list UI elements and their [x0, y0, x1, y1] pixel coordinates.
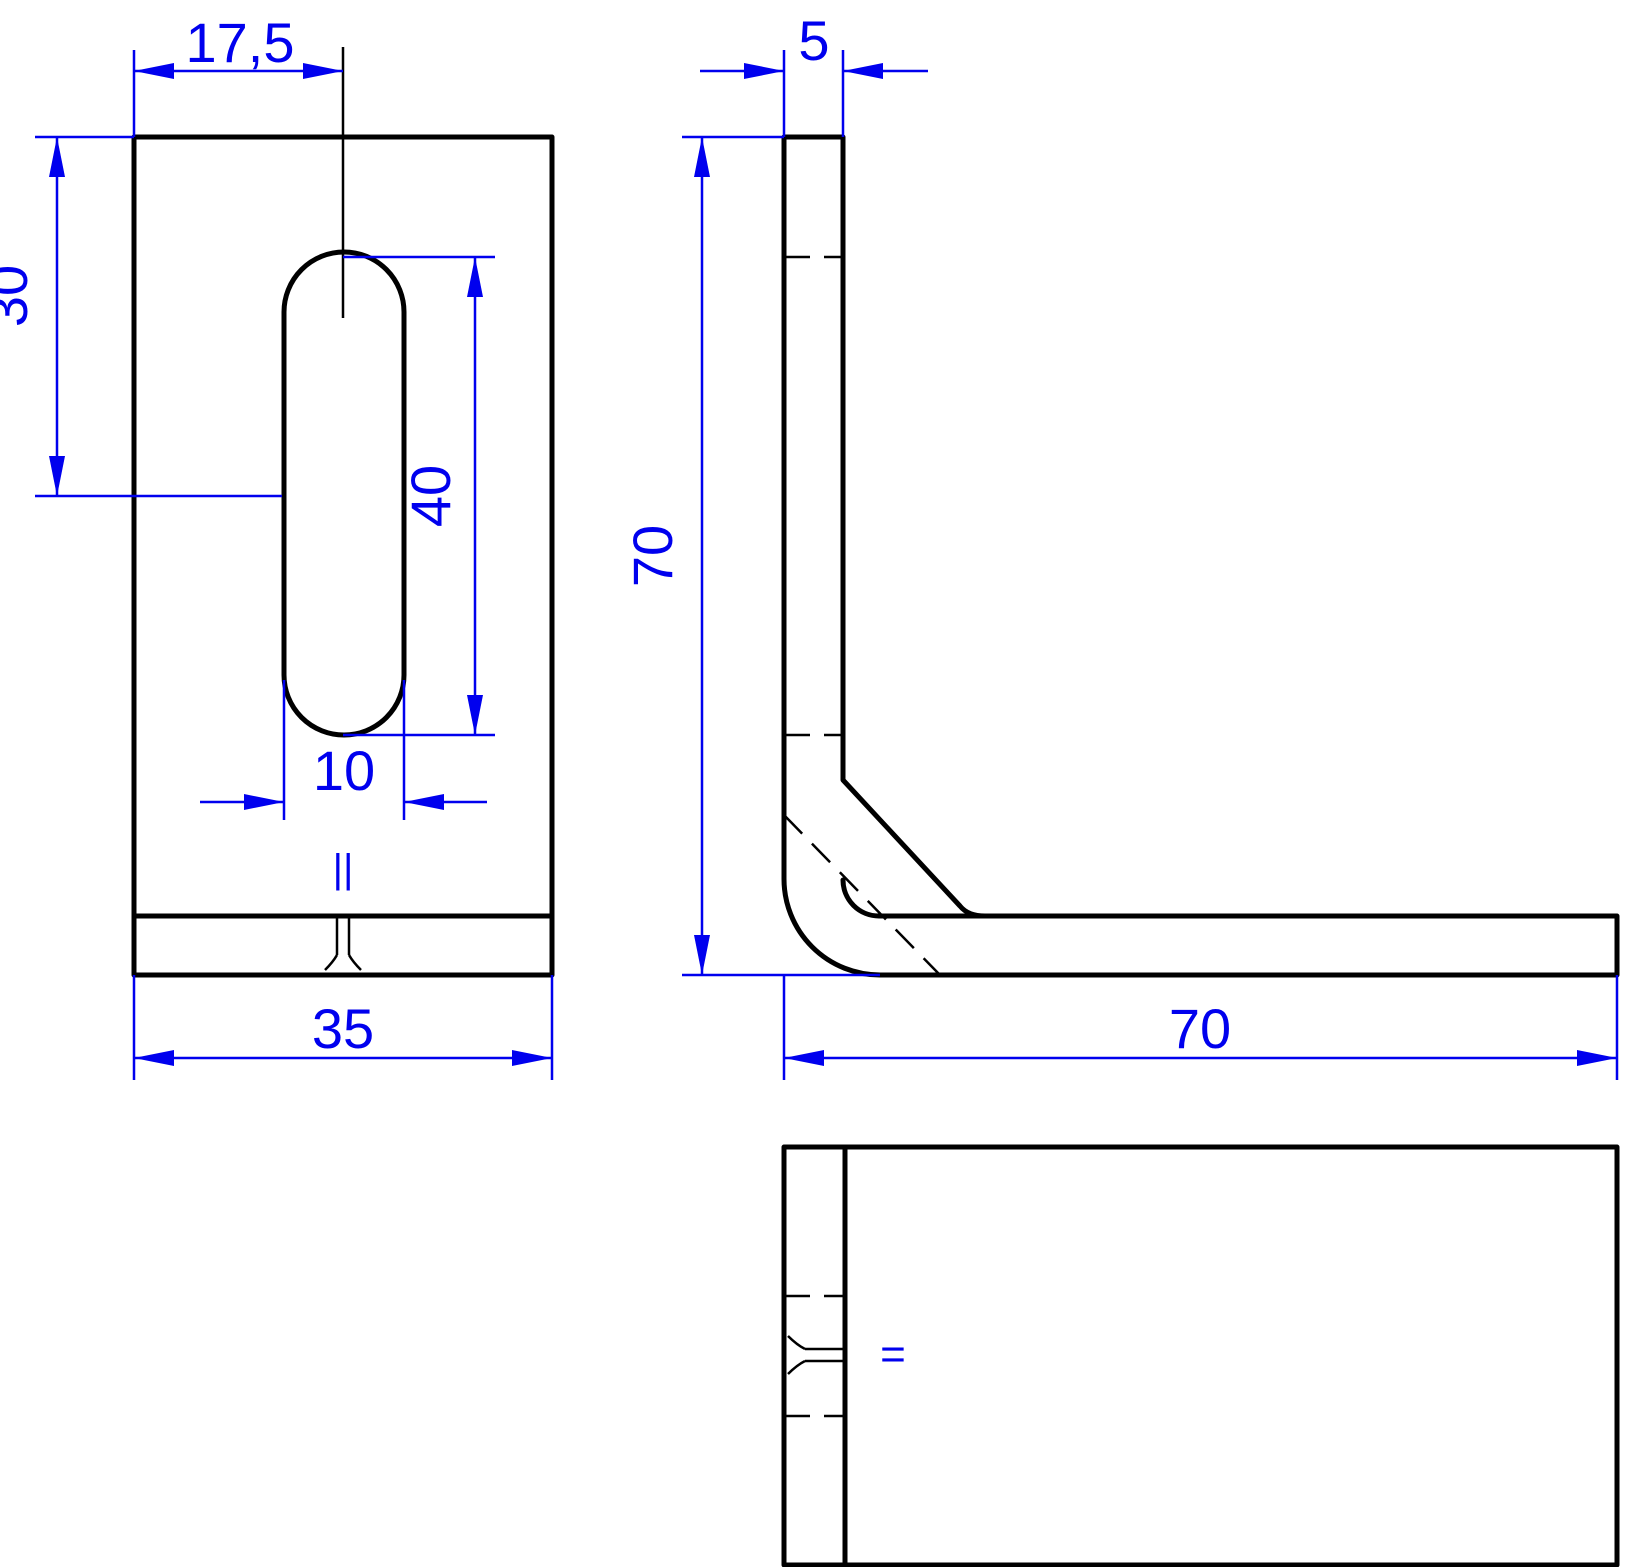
dim-side-length: 70: [782, 975, 1619, 1080]
top-outline: [781, 1144, 1620, 1567]
side-view: [781, 134, 1620, 978]
dim-text-thickness: 5: [798, 9, 829, 72]
dim-side-height: 70: [621, 135, 880, 977]
front-parallel-symbol: ||: [333, 847, 354, 891]
top-bend-mark: [787, 1335, 843, 1375]
dim-slot-center-offset: 17,5: [132, 11, 343, 137]
top-view: =: [781, 1144, 1620, 1567]
dim-text-slot-width: 10: [313, 739, 375, 802]
dim-slot-length: 40: [343, 255, 495, 737]
front-view: ||: [131, 47, 555, 978]
dim-text-slot-center-offset: 17,5: [186, 11, 295, 74]
dim-text-front-width: 35: [312, 997, 374, 1060]
top-parallel-symbol: =: [880, 1330, 906, 1379]
dim-text-slot-length: 40: [399, 465, 462, 527]
dim-text-side-height: 70: [621, 525, 684, 587]
dim-text-side-length: 70: [1169, 997, 1231, 1060]
dim-text-slot-position: 30: [0, 265, 39, 327]
dim-slot-width: 10: [200, 680, 487, 820]
hidden-line-bend: [783, 814, 941, 976]
dim-slot-position: 30: [0, 135, 282, 498]
inner-bend-curve: [840, 877, 988, 919]
dim-front-width: 35: [132, 975, 554, 1080]
angle-profile: [781, 134, 1620, 978]
front-bend-mark: [324, 916, 362, 971]
dim-thickness: 5: [700, 9, 928, 137]
slot-outline: [281, 249, 407, 738]
